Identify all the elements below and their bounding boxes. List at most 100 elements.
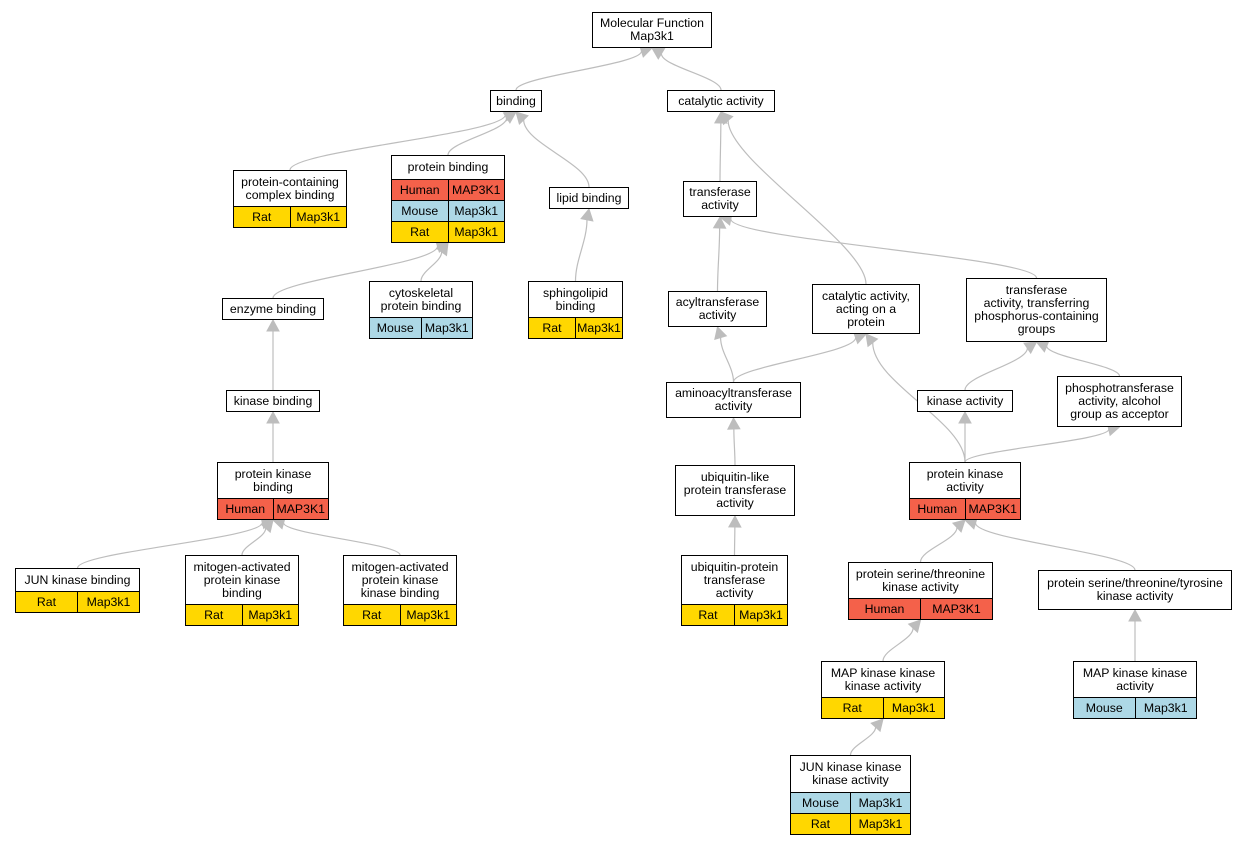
- go-term-label: acyltransferase activity: [675, 295, 760, 322]
- go-term-node-mapkkb[interactable]: mitogen-activated protein kinase kinase …: [343, 555, 457, 626]
- arrowhead: [260, 519, 274, 534]
- annotation-row: Mouse Map3k1: [370, 317, 472, 338]
- go-term-node-mapkb[interactable]: mitogen-activated protein kinase binding…: [185, 555, 299, 626]
- go-term-label: MAP kinase kinase activity: [1082, 665, 1188, 693]
- gene-cell: Map3k1: [850, 814, 910, 834]
- edge-enzyme-to-pb: [272, 246, 439, 299]
- gene-cell: Map3k1: [420, 318, 473, 338]
- edge-mapkkk-to-pst: [882, 627, 914, 662]
- go-term-node-phosalc[interactable]: phosphotransferase activity, alcohol gro…: [1057, 376, 1182, 427]
- edge-pka-to-phosalc: [964, 428, 1110, 463]
- gene-cell: MAP3K1: [272, 499, 329, 519]
- species-cell: Mouse: [401, 204, 439, 218]
- arrowhead: [865, 333, 879, 348]
- go-term-label: aminoacyltransferase activity: [675, 386, 792, 413]
- gene-cell: Map3k1: [447, 222, 505, 242]
- edge-pst-to-pka: [919, 527, 958, 563]
- species-cell: Rat: [842, 701, 862, 715]
- go-term-node-binding[interactable]: binding: [490, 90, 542, 112]
- species-cell: Rat: [542, 321, 562, 335]
- arrowhead: [1023, 341, 1038, 355]
- edge-sphingo-to-lipid: [574, 219, 588, 282]
- species-cell: Mouse: [376, 321, 414, 335]
- go-term-label: Molecular Function Map3k1: [600, 16, 704, 43]
- gene-cell: Map3k1: [399, 605, 457, 625]
- go-term-node-tphos[interactable]: transferase activity, transferring phosp…: [966, 278, 1107, 342]
- go-term-node-enzyme[interactable]: enzyme binding: [222, 298, 324, 320]
- go-term-node-mf[interactable]: Molecular Function Map3k1: [592, 12, 712, 48]
- gene-cell: Map3k1: [241, 605, 299, 625]
- go-term-node-catalytic[interactable]: catalytic activity: [667, 90, 775, 112]
- arrowhead: [502, 111, 517, 124]
- gene-cell: Map3k1: [734, 605, 787, 625]
- go-term-label: sphingolipid binding: [543, 285, 608, 313]
- go-term-node-ubl[interactable]: ubiquitin-like protein transferase activ…: [675, 465, 795, 516]
- gene-cell: Map3k1: [77, 592, 139, 612]
- edge-lipid-to-binding: [523, 119, 590, 188]
- arrowhead: [266, 318, 280, 332]
- arrowhead: [580, 207, 594, 222]
- edge-mapkkb-to-pkb: [283, 522, 401, 556]
- species-cell: Human: [399, 183, 440, 197]
- go-term-node-acyl[interactable]: acyltransferase activity: [668, 291, 767, 327]
- edge-pcb-to-binding: [289, 114, 506, 171]
- species-cell: Rat: [698, 608, 718, 622]
- go-term-node-kact[interactable]: kinase activity: [917, 390, 1013, 412]
- go-term-node-aminoacyl[interactable]: aminoacyltransferase activity: [666, 382, 801, 418]
- arrowhead: [720, 111, 734, 126]
- go-term-label: protein kinase binding: [234, 466, 312, 494]
- go-term-node-pst[interactable]: protein serine/threonine kinase activity…: [848, 562, 993, 620]
- go-term-label: JUN kinase binding: [24, 572, 131, 587]
- go-term-label: ubiquitin-protein transferase activity: [690, 559, 779, 600]
- go-term-label: transferase activity, transferring phosp…: [974, 283, 1099, 336]
- edge-cyto-to-pb: [420, 251, 443, 282]
- edge-acyl-to-transferase: [716, 227, 721, 292]
- species-cell: Rat: [410, 225, 430, 239]
- go-term-node-transferase[interactable]: transferase activity: [683, 181, 757, 217]
- edge-mapkb-to-pkb: [241, 528, 267, 556]
- go-term-node-kbinding[interactable]: kinase binding: [226, 390, 320, 412]
- arrowhead: [712, 215, 727, 229]
- gene-cell: Map3k1: [850, 793, 910, 813]
- edge-jkkk-to-mapkkk: [849, 727, 877, 756]
- arrowhead: [1035, 340, 1050, 353]
- edge-tphos-to-transferase: [730, 218, 1038, 279]
- edge-ubl-to-aminoacyl: [733, 428, 736, 466]
- annotation-row: Rat Map3k1: [392, 221, 504, 242]
- go-term-label: mitogen-activated protein kinase kinase …: [351, 559, 449, 600]
- go-term-node-cap[interactable]: catalytic activity, acting on a protein: [812, 284, 920, 334]
- arrowhead: [951, 519, 966, 533]
- edge-cap-to-catalytic: [727, 120, 867, 285]
- arrowhead: [870, 718, 884, 733]
- go-term-node-psty[interactable]: protein serine/threonine/tyrosine kinase…: [1038, 570, 1232, 610]
- edge-phosalc-to-tphos: [1046, 345, 1121, 377]
- go-term-node-lipid[interactable]: lipid binding: [549, 187, 629, 209]
- gene-cell: Map3k1: [575, 318, 622, 338]
- species-cell: Human: [864, 602, 905, 616]
- go-term-label: phosphotransferase activity, alcohol gro…: [1065, 381, 1174, 421]
- go-term-label: protein-containing complex binding: [241, 174, 339, 202]
- gene-cell: Map3k1: [882, 698, 945, 718]
- annotation-row: Rat Map3k1: [822, 697, 944, 718]
- arrowhead: [435, 242, 449, 257]
- go-term-label: kinase binding: [233, 393, 313, 408]
